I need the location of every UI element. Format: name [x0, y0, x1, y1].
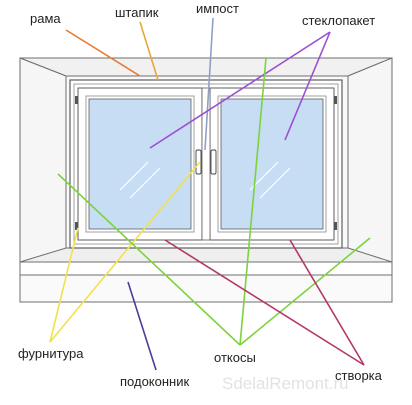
- handles: [195, 149, 217, 175]
- reveal-left: [19, 57, 67, 263]
- left-glass-glare: [119, 161, 149, 191]
- left-glass-glare-2: [129, 167, 161, 199]
- callout-labels: рама штапик импост стеклопакет фурнитура…: [18, 1, 383, 389]
- reveal-top: [19, 57, 393, 77]
- label-podokonnik: подоконник: [120, 374, 189, 389]
- reveal-right: [347, 57, 393, 263]
- watermark: SdelalRemont.ru: [222, 374, 349, 393]
- label-rama: рама: [30, 11, 61, 26]
- leader-rama: [65, 29, 141, 77]
- label-shtapik: штапик: [115, 5, 159, 20]
- leader-stvorka-1: [164, 239, 365, 366]
- leader-impost: [204, 17, 214, 151]
- right-sash: [209, 87, 335, 241]
- leader-furnitura-2: [49, 161, 201, 343]
- leader-podokonnik: [127, 281, 157, 371]
- leader-steklopaket-2: [284, 31, 331, 141]
- right-bead: [217, 95, 327, 233]
- right-handle-icon: [210, 149, 217, 175]
- left-glass: [88, 98, 192, 230]
- hinge-left-top: [75, 96, 78, 104]
- hinge-right-top: [334, 96, 337, 104]
- left-bead: [85, 95, 195, 233]
- left-handle-icon: [195, 149, 202, 175]
- right-glass-glare-2: [259, 167, 291, 199]
- label-otkosy: откосы: [214, 350, 256, 365]
- label-furnitura: фурнитура: [18, 346, 84, 361]
- mullion: [201, 87, 211, 241]
- leader-shtapik: [139, 21, 159, 81]
- leader-otkosy-2: [239, 57, 267, 346]
- frame-inner-line: [73, 83, 339, 245]
- sill-top: [19, 247, 393, 263]
- hinges: [75, 96, 337, 230]
- hinge-left-bottom: [75, 222, 78, 230]
- leader-otkosy-3: [239, 237, 371, 346]
- right-glass: [220, 98, 324, 230]
- leader-furnitura-1: [49, 227, 79, 343]
- label-steklopaket: стеклопакет: [302, 13, 375, 28]
- leader-stvorka-2: [289, 239, 365, 366]
- leader-otkosy-1: [57, 173, 241, 346]
- window-sill: [19, 247, 393, 276]
- label-impost: импост: [196, 1, 239, 16]
- leader-lines: [49, 17, 371, 371]
- left-sash: [77, 87, 203, 241]
- label-stvorka: створка: [335, 368, 383, 383]
- leader-steklopaket-1: [149, 31, 331, 149]
- hinge-right-bottom: [334, 222, 337, 230]
- sill-edge: [19, 261, 393, 276]
